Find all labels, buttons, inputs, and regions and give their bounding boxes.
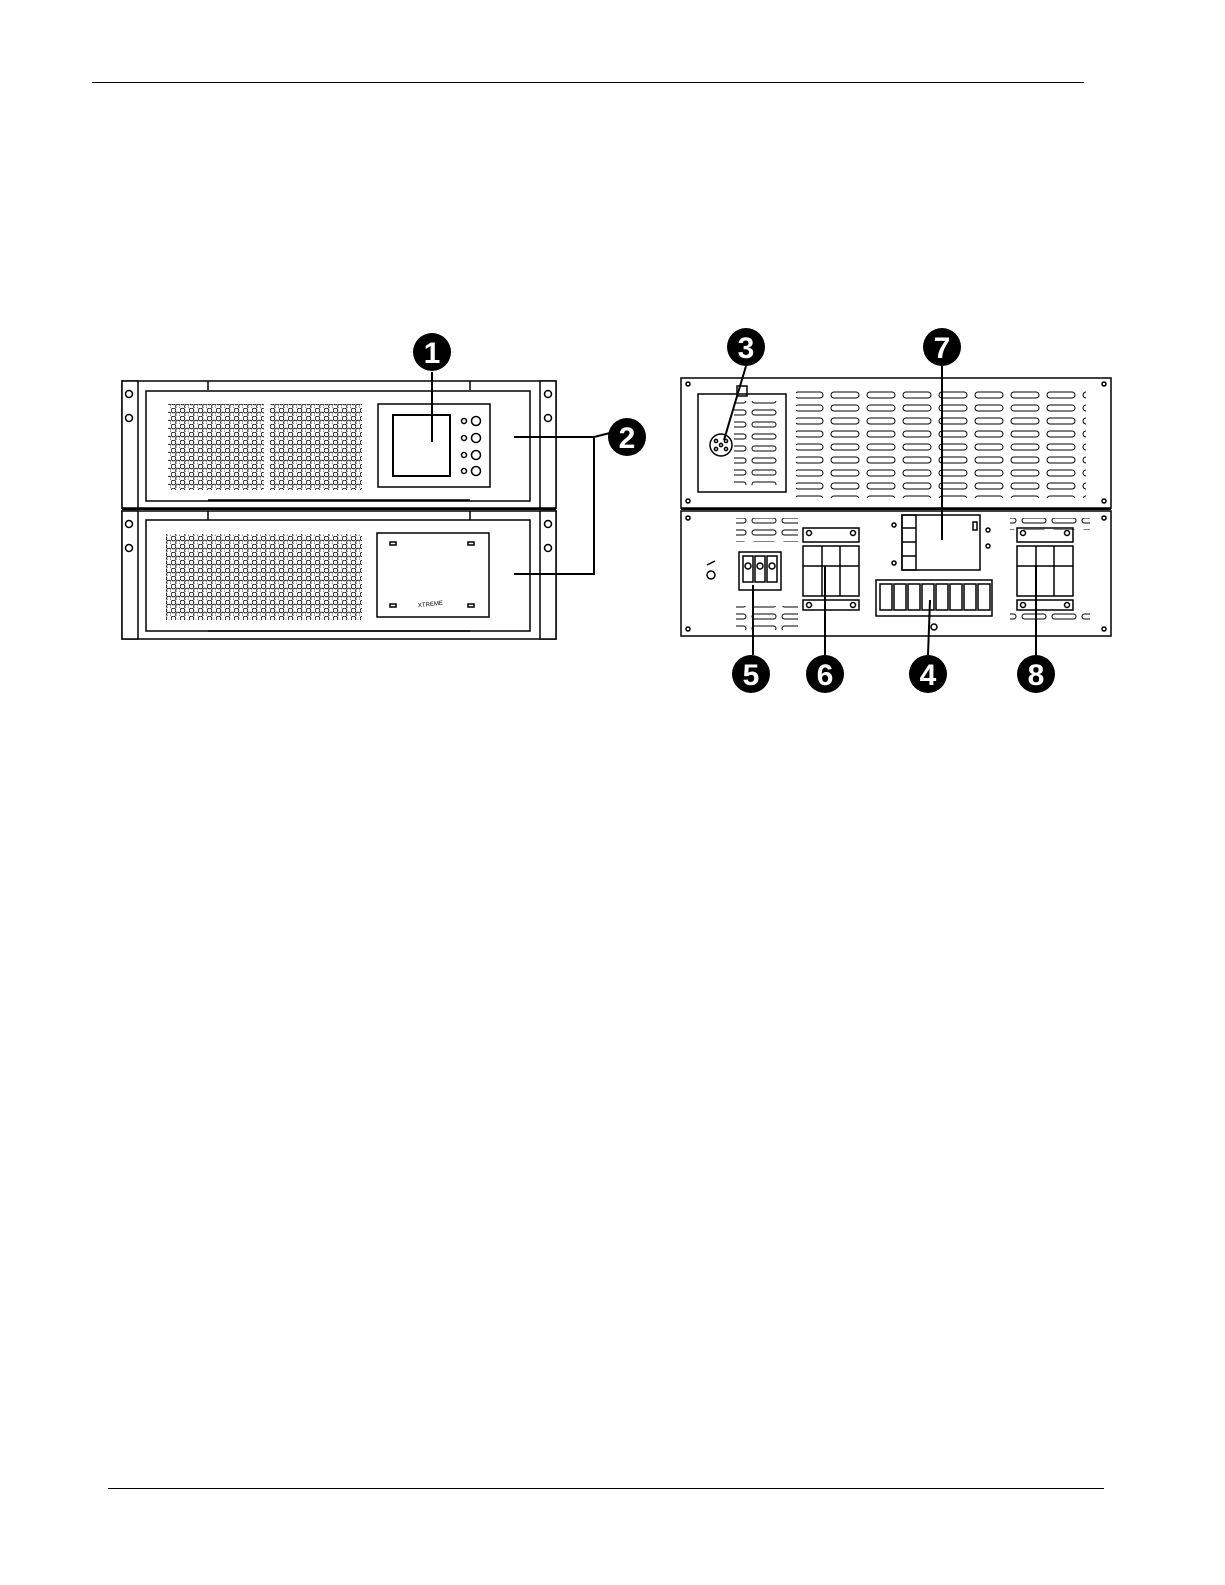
upper-unit-rear bbox=[681, 378, 1111, 508]
upper-unit-front bbox=[122, 381, 556, 508]
callout-8-label: 8 bbox=[1028, 659, 1045, 692]
front-vent-left bbox=[168, 404, 264, 490]
callout-1: 1 bbox=[413, 333, 451, 371]
front-vent-lower bbox=[166, 534, 362, 620]
callout-8: 8 bbox=[1017, 655, 1055, 693]
callout-3: 3 bbox=[727, 328, 765, 366]
callout-2: 2 bbox=[608, 418, 646, 456]
front-vent-right bbox=[270, 404, 362, 490]
callout-4: 4 bbox=[909, 655, 947, 693]
rear-view bbox=[681, 378, 1111, 636]
callout-7-label: 7 bbox=[934, 332, 951, 365]
callout-5: 5 bbox=[732, 655, 770, 693]
lower-unit-rear bbox=[681, 511, 1111, 636]
callout-2-label: 2 bbox=[619, 422, 636, 455]
callout-6: 6 bbox=[806, 655, 844, 693]
callout-7: 7 bbox=[923, 328, 961, 366]
callout-4-label: 4 bbox=[920, 659, 937, 692]
front-view: XTREME bbox=[122, 381, 556, 639]
footer-rule bbox=[108, 1488, 1104, 1489]
callout-6-label: 6 bbox=[817, 659, 834, 692]
lower-unit-front: XTREME bbox=[122, 511, 556, 639]
callout-1-label: 1 bbox=[424, 337, 441, 370]
callout-5-label: 5 bbox=[743, 659, 760, 692]
callout-3-label: 3 bbox=[738, 332, 755, 365]
